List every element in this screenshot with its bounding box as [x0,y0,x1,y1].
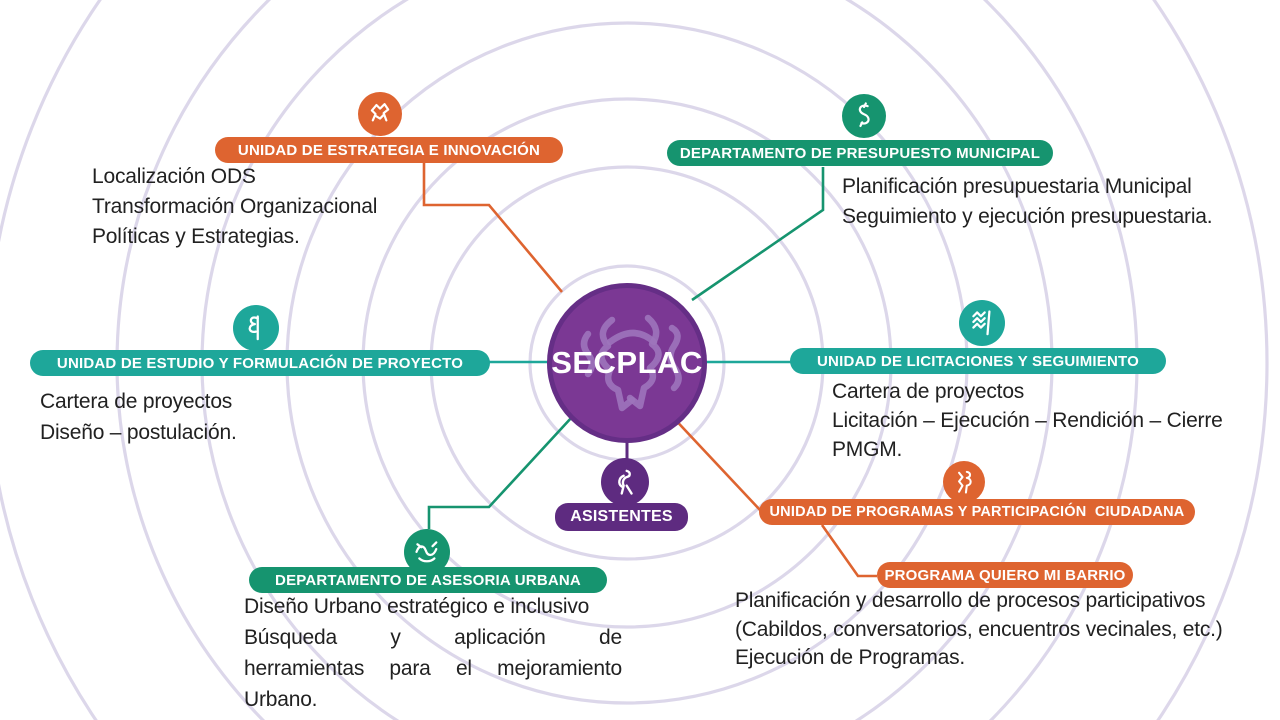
desc-line: herramientas para el mejoramiento [244,657,622,680]
petroglyph-zigzag-icon [959,300,1005,346]
desc-line: Diseño Urbano estratégico e inclusivo [244,595,590,618]
desc-line: Políticas y Estrategias. [92,225,300,248]
petroglyph-center-icon [580,314,682,412]
petroglyph-figure-icon [358,92,402,136]
connector-programas [668,412,761,511]
banner-depto-asesoria: DEPARTAMENTO DE ASESORIA URBANA [249,567,607,593]
desc-estrategia: Localización ODS Transformación Organiza… [92,162,377,252]
petroglyph-flag-icon [233,305,279,351]
desc-line: (Cabildos, conversatorios, encuentros ve… [735,617,1223,641]
desc-presupuesto: Planificación presupuestaria Municipal S… [842,172,1213,232]
desc-line: Planificación presupuestaria Municipal [842,175,1192,198]
banner-asistentes: ASISTENTES [555,503,688,531]
connector-estrategia [422,163,563,293]
banner-unidad-estudio: UNIDAD DE ESTUDIO Y FORMULACIÓN DE PROYE… [30,350,490,376]
desc-line: Cartera de proyectos [40,390,233,413]
secplac-label: SECPLAC [551,345,703,380]
petroglyph-small-person-icon [601,458,649,506]
desc-barrio: Planificación y desarrollo de procesos p… [735,587,1223,673]
banner-programa-barrio: PROGRAMA QUIERO MI BARRIO [877,562,1133,588]
desc-line: Seguimiento y ejecución presupuestaria. [842,205,1213,228]
petroglyph-scurve-icon [842,94,886,138]
connector-asesoria [427,416,573,529]
banner-unidad-licitaciones: UNIDAD DE LICITACIONES Y SEGUIMIENTO [790,348,1166,374]
banner-depto-presupuesto: DEPARTAMENTO DE PRESUPUESTO MUNICIPAL [667,140,1053,166]
banner-unidad-estrategia: UNIDAD DE ESTRATEGIA E INNOVACIÓN [215,137,563,163]
desc-line: Planificación y desarrollo de procesos p… [735,589,1206,612]
desc-line: Localización ODS [92,165,256,188]
desc-line: Transformación Organizacional [92,195,378,218]
desc-line: PMGM. [832,438,903,461]
petroglyph-person-flag-icon [943,461,985,503]
desc-asesoria: Diseño Urbano estratégico e inclusivo Bú… [244,591,622,715]
connector-barrio [820,524,877,578]
desc-line: Urbano. [244,688,318,711]
desc-licitaciones: Cartera de proyectos Licitación – Ejecuc… [832,377,1223,464]
desc-line: Ejecución de Programas. [735,646,966,669]
secplac-center-node: SECPLAC [547,283,707,443]
banner-unidad-programas: UNIDAD DE PROGRAMAS Y PARTICIPACIÓN CIUD… [759,499,1195,525]
desc-estudio: Cartera de proyectos Diseño – postulació… [40,386,237,448]
connector-presupuesto [691,167,825,302]
desc-line: Búsqueda y aplicación de [244,626,622,649]
desc-line: Cartera de proyectos [832,380,1025,403]
desc-line: Licitación – Ejecución – Rendición – Cie… [832,409,1223,432]
desc-line: Diseño – postulación. [40,421,237,444]
